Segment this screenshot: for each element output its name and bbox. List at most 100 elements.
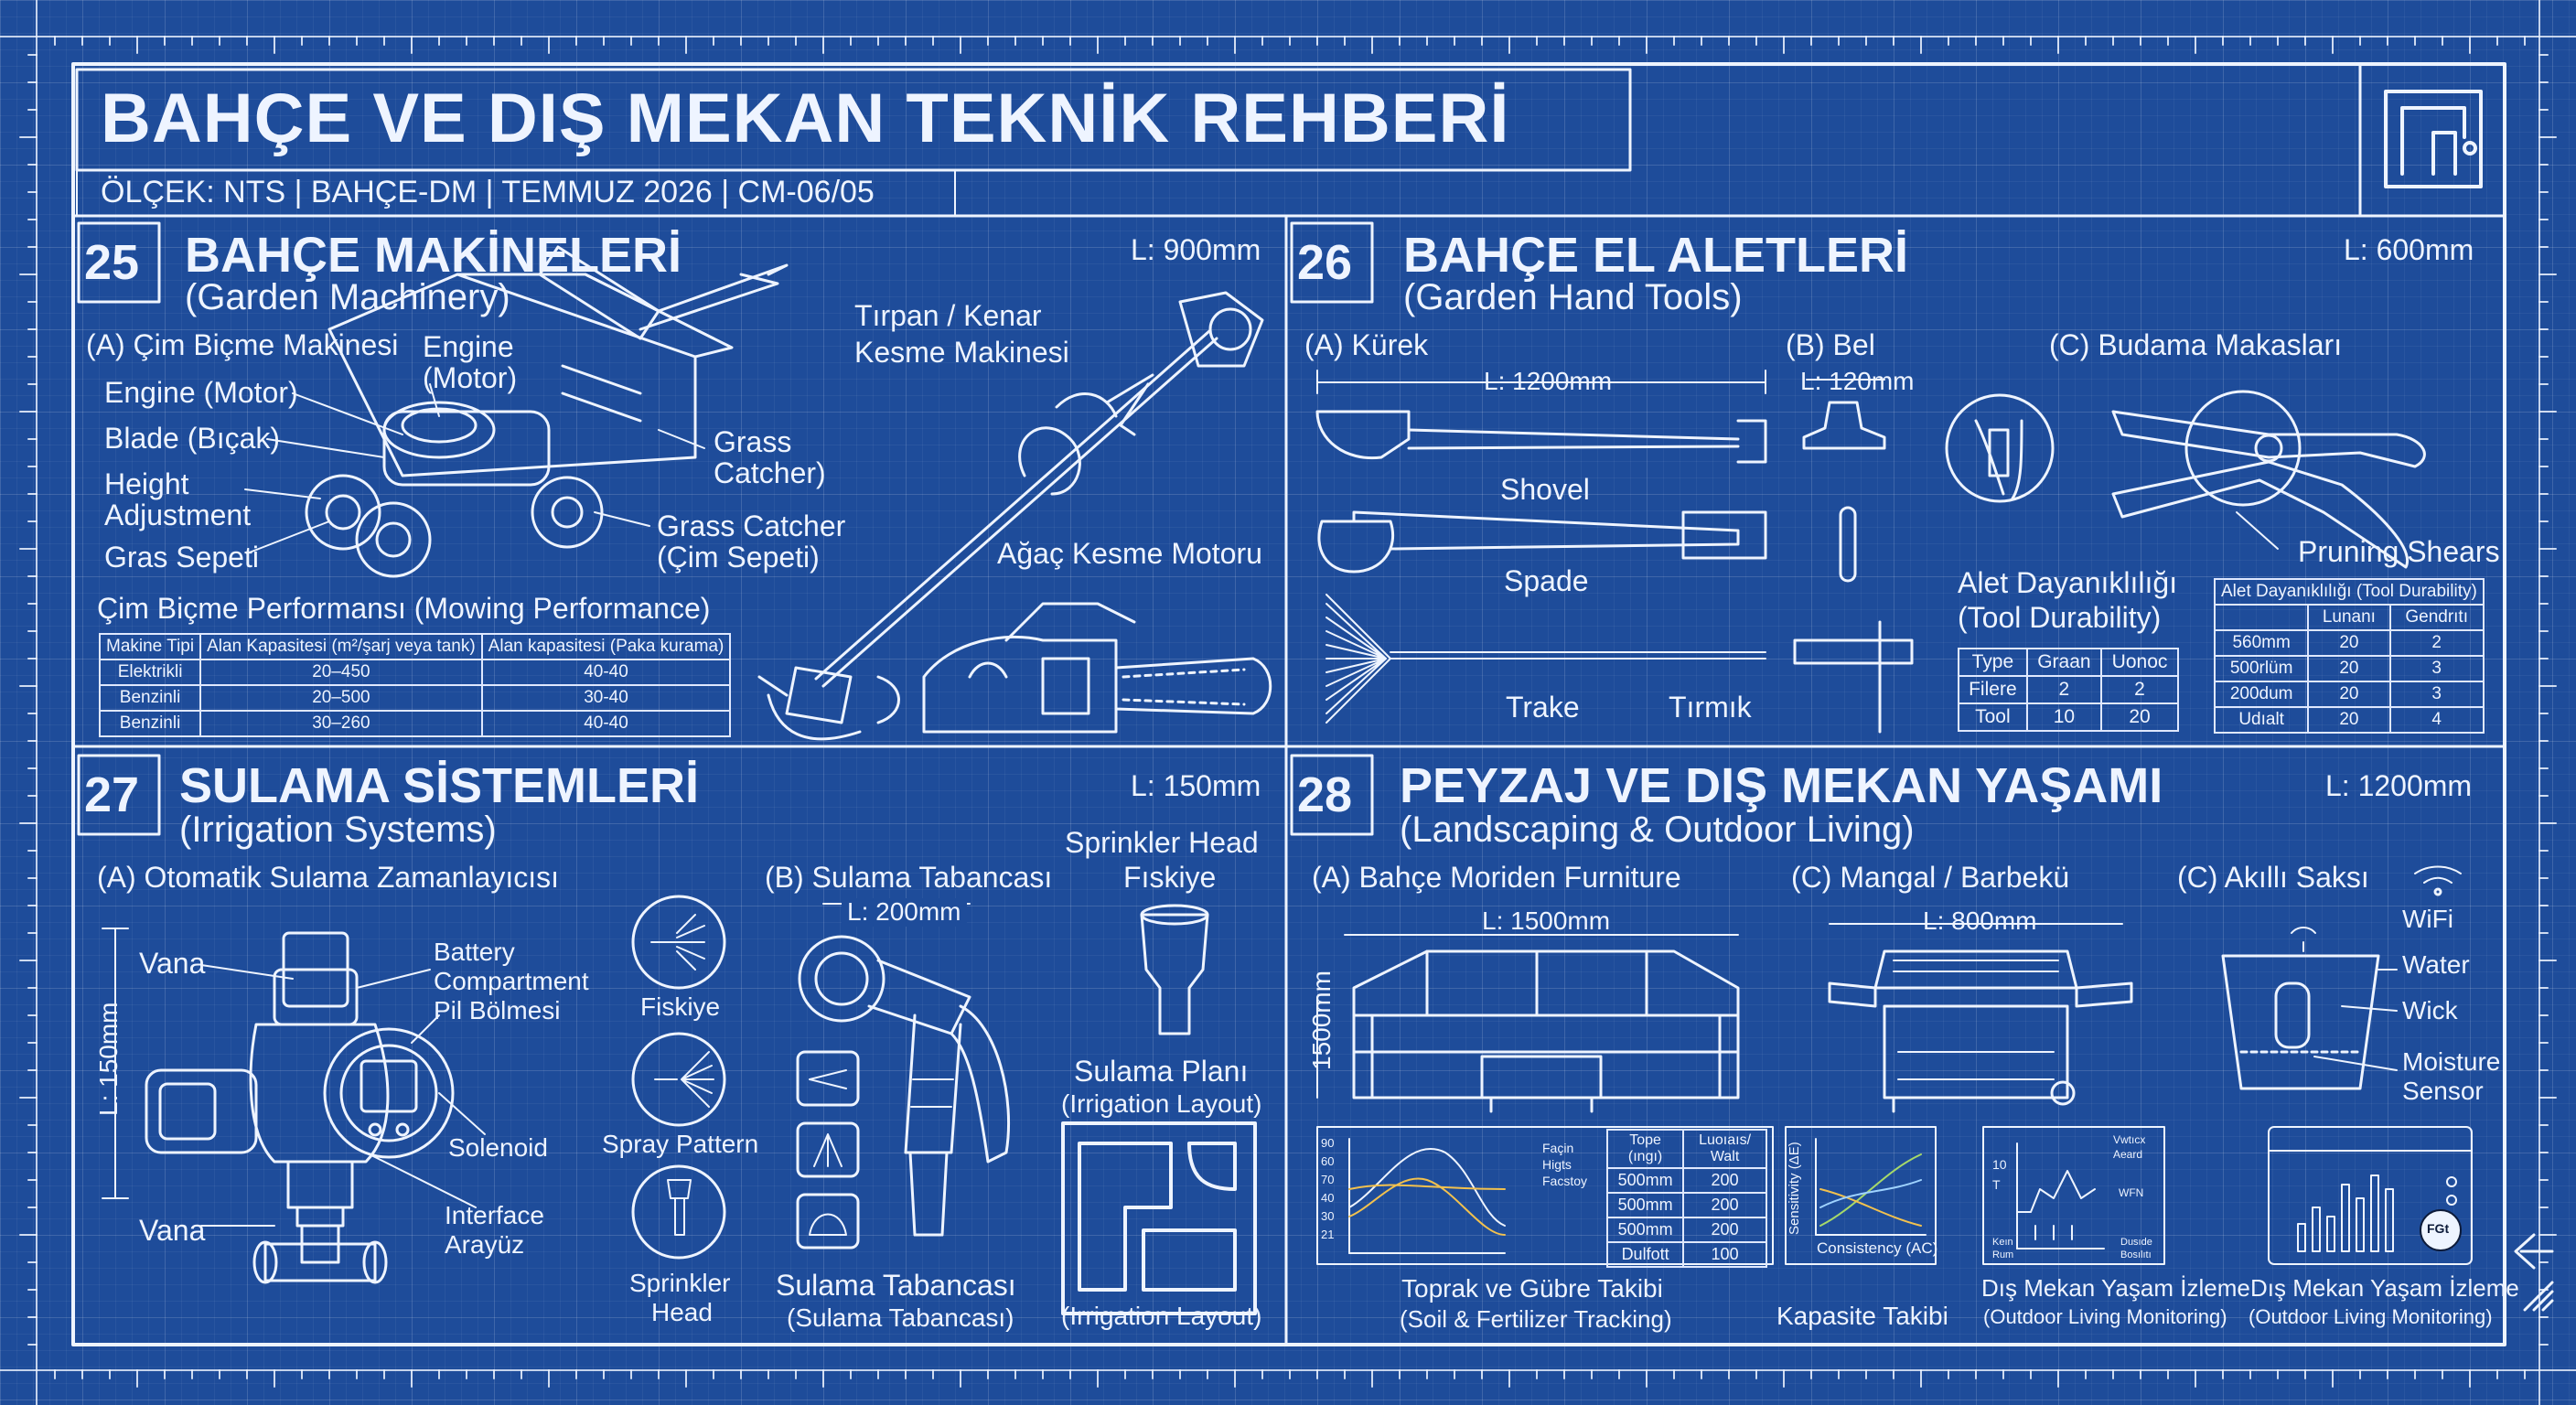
soil-chart-legend: Façin Higts Facstoy [1542, 1140, 1587, 1189]
mower-cim-sepeti-label: (Çim Sepeti) [657, 541, 820, 574]
table-cell: 2 [2388, 629, 2485, 657]
table-cell: 200 [1682, 1167, 1767, 1194]
furniture-vertical-dimension: 1500mm [1307, 971, 1336, 1070]
table-cell: 560mm [2213, 629, 2310, 657]
axis-tick-label: 30 [1321, 1209, 1335, 1223]
table-cell: 2 [2100, 675, 2179, 704]
table-cell: 40-40 [480, 659, 732, 686]
trimmer-label-1: Tırpan / Kenar [854, 299, 1042, 332]
monitor-chart-label: Aeard [2113, 1148, 2143, 1161]
arayuz-label: Arayüz [445, 1230, 525, 1259]
shears-heading: (C) Budama Makasları [2049, 328, 2343, 361]
tirmik-label: Tırmık [1669, 691, 1752, 724]
s27-subtitle: (Irrigation Systems) [179, 810, 497, 850]
table-row: Udıalt 20 4 [2213, 706, 2485, 734]
table-row: Tool 10 20 [1958, 702, 2179, 732]
sensor-label: Sensor [2402, 1077, 2484, 1105]
s27-dimension: L: 150mm [1131, 769, 1261, 802]
table-cell: 200dum [2213, 681, 2310, 708]
s26-title: BAHÇE EL ALETLERİ [1403, 228, 1909, 283]
corner-icons [2514, 1233, 2554, 1312]
irrigation-plan-subtitle: (Irrigation Layout) [1061, 1089, 1262, 1118]
s26-dimension: L: 600mm [2344, 233, 2474, 266]
table-row: Benzinli 20–500 30-40 [98, 684, 732, 712]
capacity-chart-xlabel: Consistency (AC) [1817, 1239, 1938, 1257]
table-header-cell: Makine Tipi [98, 633, 202, 660]
irrigation-plan-caption: (Irrigation Layout) [1061, 1302, 1262, 1330]
irrigation-leader-lines [200, 964, 486, 1227]
table-cell: 200 [1682, 1217, 1767, 1243]
table-header-cell: Gendrıtı [2388, 604, 2485, 631]
table-title-row: Alet Dayanıklılığı (Tool Durability) [2214, 578, 2485, 606]
table-cell: 30–260 [199, 710, 483, 737]
shovel-drawing [1315, 370, 1767, 464]
vana-label-top: Vana [139, 947, 206, 980]
interface-label: Interface [445, 1201, 544, 1229]
axis-tick-label: 10 [1992, 1157, 2007, 1172]
wifi-label: WiFi [2402, 905, 2453, 933]
capacity-chart [1785, 1126, 1937, 1265]
bel-drawing [1793, 379, 1914, 734]
mower-motor-top: (Motor) [423, 361, 518, 394]
dashboard-subtitle: (Outdoor Living Monitoring) [2249, 1305, 2493, 1328]
table-row: 200dum 20 3 [2213, 681, 2485, 708]
architect-logo-icon [2384, 90, 2483, 188]
table-cell: 20 [2307, 706, 2391, 734]
compartment-label: Compartment [434, 967, 589, 995]
page-meta: ÖLÇEK: NTS | BAHÇE-DM | TEMMUZ 2026 | CM… [101, 175, 875, 209]
s25-number-box [77, 221, 161, 304]
irrigation-plan-title: Sulama Planı [1074, 1055, 1249, 1088]
outdoor-monitor-chart [1982, 1126, 2165, 1265]
mower-grass-catcher-label: Grass Catcher [657, 509, 846, 542]
table-cell: 20–450 [199, 659, 483, 686]
s25-title: BAHÇE MAKİNELERİ [185, 228, 682, 283]
grill-dimension: L: 800mm [1923, 906, 2037, 935]
table-header-cell: Alan kapasitesi (Paka kurama) [480, 633, 732, 660]
s27-title: SULAMA SİSTEMLERİ [179, 758, 700, 813]
axis-tick-label: 60 [1321, 1154, 1335, 1168]
mower-gras-label: Gras Sepeti [104, 541, 259, 574]
table-cell: 3 [2388, 655, 2485, 682]
s25-subtitle: (Garden Machinery) [185, 277, 510, 317]
moisture-label: Moisture [2402, 1047, 2501, 1076]
table-cell: 500mm [1605, 1192, 1685, 1218]
table-cell: 200 [1682, 1192, 1767, 1218]
pruning-shears-drawing [1945, 390, 2426, 569]
table-header-row: Tope (ıngı) Luoıaıs/ Walt [1605, 1129, 1767, 1169]
tool-durability-table: Type Graan Uonoc Filere 2 2 Tool 10 20 [1958, 648, 2179, 732]
ruler-ticks [19, 36, 2557, 1388]
chainsaw-drawing [922, 602, 1272, 734]
s25-dimension: L: 900mm [1131, 233, 1261, 266]
fiskiye-label: Fiskiye [640, 992, 721, 1021]
spade-drawing [1317, 510, 1767, 574]
mowing-performance-title: Çim Biçme Performansı (Mowing Performanc… [97, 592, 711, 625]
axis-tick-label: 90 [1321, 1136, 1335, 1150]
sprinkler-head-drawing [1140, 904, 1209, 1035]
legend-entry: Façin [1542, 1141, 1574, 1155]
dashboard-title: Dış Mekan Yaşam İzleme [2250, 1274, 2519, 1302]
table-cell: Udıalt [2213, 706, 2310, 734]
table-cell: 100 [1682, 1241, 1767, 1268]
table-cell: Dulfott [1605, 1241, 1685, 1268]
table-cell: 20–500 [199, 684, 483, 712]
mower-leader-lines [244, 383, 705, 554]
mower-engine-label: Engine (Motor) [104, 376, 298, 409]
mower-blade-label: Blade (Bıçak) [104, 422, 281, 455]
axis-tick-label: 40 [1321, 1191, 1335, 1205]
table-cell: 4 [2388, 706, 2485, 734]
table-row: 500mm 200 [1605, 1192, 1767, 1218]
legend-entry: Facstoy [1542, 1174, 1588, 1188]
table-row: 500rlüm 20 3 [2213, 655, 2485, 682]
table-cell: 500rlüm [2213, 655, 2310, 682]
s28-number: 28 [1297, 767, 1353, 822]
s27-number-box [77, 754, 161, 836]
s28-subtitle: (Landscaping & Outdoor Living) [1400, 810, 1915, 850]
table-cell: Benzinli [98, 710, 202, 737]
monitor-chart-label: Dusıde [2120, 1237, 2152, 1248]
table-header-cell: Type [1958, 648, 2028, 677]
tool-durability-detail-table: Alet Dayanıklılığı (Tool Durability) Lun… [2213, 578, 2485, 734]
tool-durability-title: Alet Dayanıklılığı [1958, 566, 2178, 599]
mower-height-label: Height [104, 467, 189, 500]
table-header-cell: Luoıaıs/ Walt [1682, 1129, 1767, 1169]
